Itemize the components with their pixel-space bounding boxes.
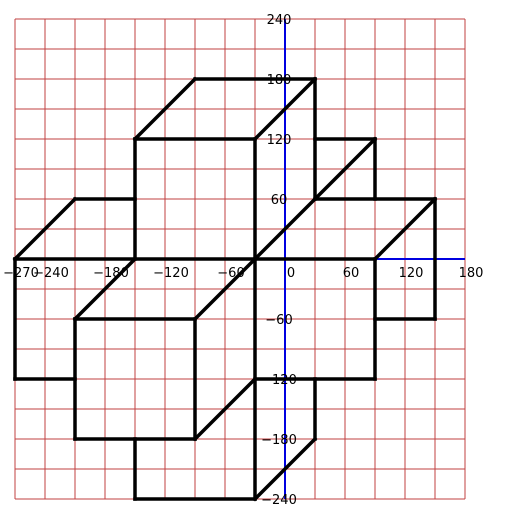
x-tick-label: −60 — [217, 266, 244, 281]
y-tick-label: −120 — [261, 373, 297, 388]
figure-edge — [192, 256, 258, 322]
x-tick-label: −120 — [153, 266, 189, 281]
figure-edge — [12, 196, 78, 262]
y-tick-label: 240 — [267, 13, 292, 28]
x-tick-label: 180 — [459, 266, 484, 281]
figure-edge — [72, 256, 138, 322]
figure-edge — [252, 196, 318, 262]
figure-edge — [132, 76, 198, 142]
y-tick-label: −240 — [261, 493, 297, 508]
x-tick-label: 60 — [343, 266, 360, 281]
y-tick-label: −60 — [265, 313, 292, 328]
figure-edge — [312, 136, 378, 202]
figure — [12, 76, 438, 502]
y-tick-label: 180 — [267, 73, 292, 88]
x-tick-label: −240 — [33, 266, 69, 281]
figure-edge — [372, 196, 438, 262]
y-tick-label: 60 — [271, 193, 288, 208]
figure-edge — [252, 436, 318, 502]
x-tick-label: 0 — [287, 266, 295, 281]
x-tick-label: −270 — [3, 266, 39, 281]
figure-edge — [192, 376, 258, 442]
x-tick-label: −180 — [93, 266, 129, 281]
figure-edge — [252, 76, 318, 142]
x-tick-label: 120 — [399, 266, 424, 281]
y-tick-label: −180 — [261, 433, 297, 448]
y-tick-label: 120 — [267, 133, 292, 148]
